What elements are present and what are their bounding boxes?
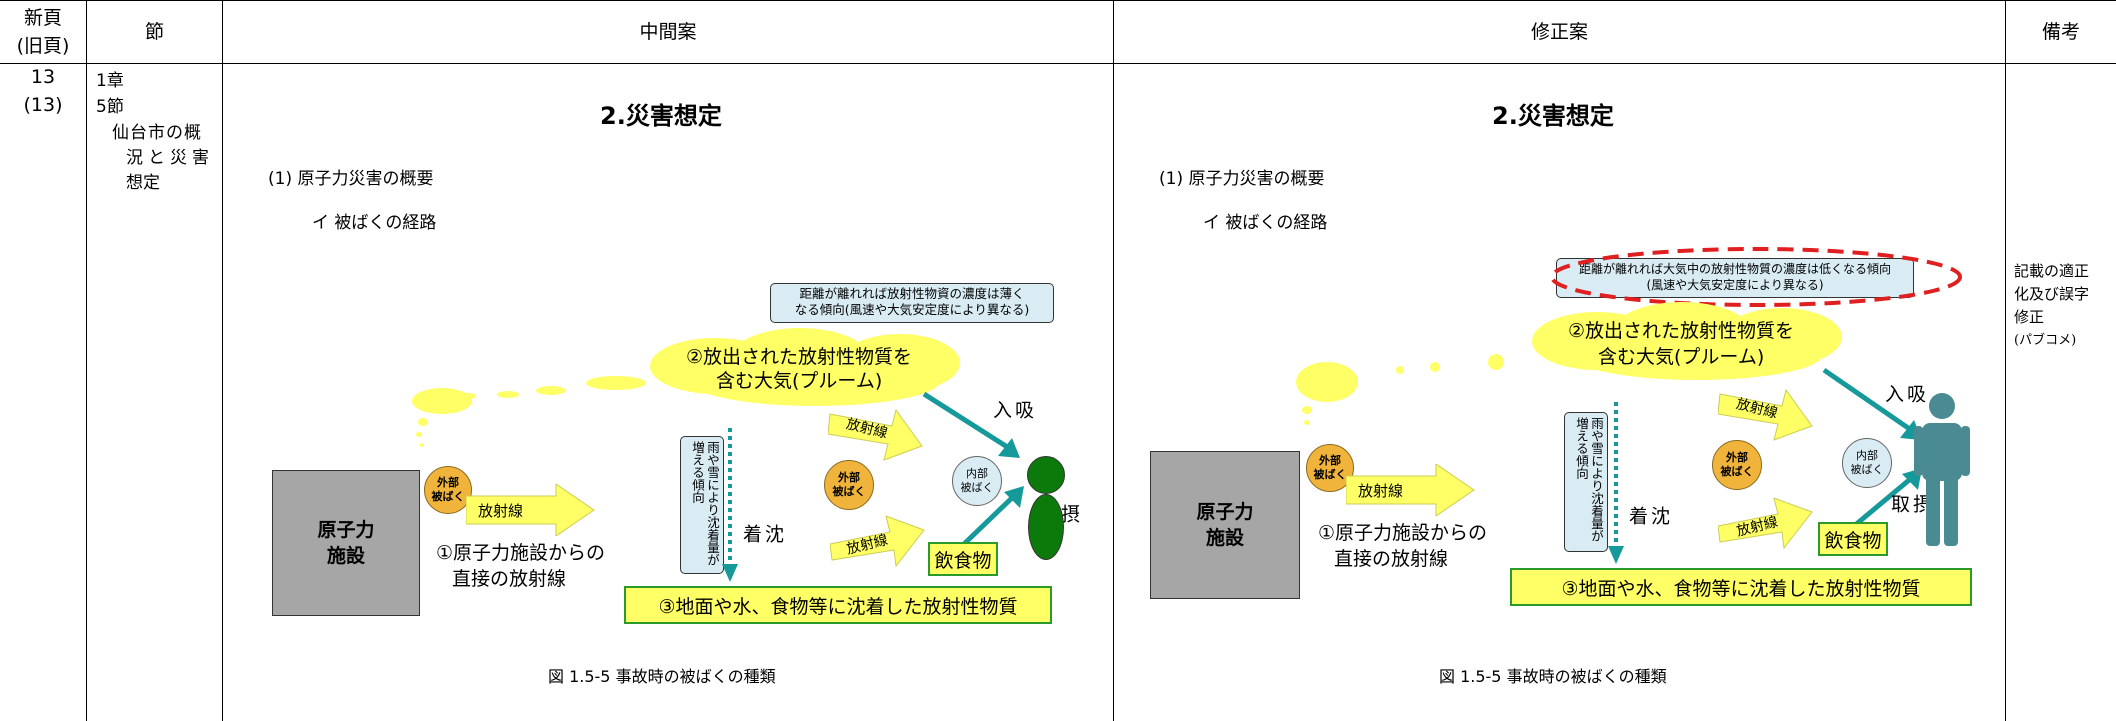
header-page-new: 新頁 <box>23 6 62 29</box>
header-page-old: (旧頁) <box>16 34 70 57</box>
revised-heading: 2.災害想定 <box>1492 102 1614 130</box>
page-old: (13) <box>23 94 63 116</box>
revised-facility-label-2: 施設 <box>1205 527 1244 549</box>
remarks-line-3: 修正 <box>2014 308 2045 326</box>
interim-radiation-arrow-1 <box>466 484 595 536</box>
revised-direct-label-2: 直接の放射線 <box>1334 548 1449 570</box>
remarks-line-4: (パブコメ) <box>2014 333 2077 348</box>
revised-external-exposure-1: 外部 被ばく <box>1306 444 1354 492</box>
section-title-3: 想定 <box>126 173 160 193</box>
revised-subheading-1: (1) 原子力災害の概要 <box>1159 169 1325 189</box>
revised-radiation-label-1: 放射線 <box>1358 482 1404 500</box>
interim-inhale-arrow <box>922 391 1020 458</box>
interim-heading: 2.災害想定 <box>600 102 722 130</box>
interim-radiation-label-1: 放射線 <box>478 502 524 520</box>
page-new: 13 <box>30 66 56 88</box>
revised-person-icon <box>1914 393 1970 546</box>
interim-info-line-1: 距離が離れれば放射性物資の濃度は薄く <box>799 286 1025 301</box>
revised-plume-label-1: ②放出された放射性物質を <box>1568 320 1795 342</box>
revised-radiation-arrow-2 <box>1718 388 1813 441</box>
revised-caption: 図 1.5-5 事故時の被ばくの種類 <box>1439 667 1667 686</box>
revised-facility-label-1: 原子力 <box>1196 501 1254 523</box>
col-divider-4 <box>2005 0 2006 721</box>
revised-plume-label-2: 含む大気(プルーム) <box>1598 346 1765 368</box>
revised-food-box: 飲食物 <box>1818 522 1888 556</box>
revised-deposit-label: 沈着 <box>1626 506 1670 525</box>
revised-facility: 原子力 施設 <box>1150 451 1300 599</box>
revised-deposit-arrow <box>1608 402 1624 564</box>
interim-distance-info-box: 距離が離れれば放射性物資の濃度は薄く なる傾向(風速や大気安定度により異なる) <box>770 283 1054 323</box>
revised-external-exposure-2: 外部 被ばく <box>1712 440 1762 490</box>
interim-ground-box: ③地面や水、食物等に沈着した放射性物質 <box>624 586 1052 624</box>
revised-highlight-ellipse <box>1550 247 1962 307</box>
revised-distance-info-box: 距離が離れれば大気中の放射性物質の濃度は低くなる傾向 (風速や大気安定度により異… <box>1556 258 1914 298</box>
interim-external-exposure-1: 外部 被ばく <box>424 466 472 514</box>
interim-direct-label-2: 直接の放射線 <box>452 568 567 590</box>
revised-subheading-2: イ 被ばくの経路 <box>1203 213 1328 233</box>
section-title-2: 況と災害 <box>126 148 214 168</box>
interim-facility: 原子力 施設 <box>272 470 420 616</box>
interim-direct-label-1: ①原子力施設からの <box>436 542 606 564</box>
interim-deposit-arrow <box>722 428 738 582</box>
interim-radiation-arrow-3 <box>830 515 925 568</box>
table-header-divider <box>0 63 2116 64</box>
interim-deposit-label: 沈着 <box>740 524 784 543</box>
header-remarks: 備考 <box>2041 20 2080 43</box>
revised-direct-label-1: ①原子力施設からの <box>1318 522 1488 544</box>
interim-facility-label-1: 原子力 <box>317 519 375 541</box>
interim-plume-label-1: ②放出された放射性物質を <box>686 346 913 368</box>
interim-inhale-label: 吸入 <box>990 400 1034 419</box>
revised-internal-exposure: 内部 被ばく <box>1842 438 1892 488</box>
interim-ingest-arrow <box>962 486 1024 546</box>
interim-rain-box: 雨や雪により沈着量が増える傾向 <box>680 436 724 574</box>
interim-info-line-2: なる傾向(風速や大気安定度により異なる) <box>794 302 1030 317</box>
col-divider-3 <box>1113 0 1114 721</box>
interim-external-exposure-2: 外部 被ばく <box>824 460 874 510</box>
header-page: 新頁 (旧頁) <box>0 0 86 63</box>
remarks-line-1: 記載の適正 <box>2014 262 2090 280</box>
revised-rain-box: 雨や雪により沈着量が増える傾向 <box>1564 412 1608 552</box>
revised-radiation-arrow-1 <box>1346 464 1475 516</box>
col-divider-1 <box>86 0 87 721</box>
header-interim: 中間案 <box>639 20 697 43</box>
interim-radiation-arrow-2 <box>828 408 923 461</box>
revised-info-line-1: 距離が離れれば大気中の放射性物質の濃度は低くなる傾向 <box>1578 262 1891 276</box>
interim-facility-label-2: 施設 <box>326 545 365 567</box>
section-chapter: 1章 <box>96 71 124 91</box>
header-revised: 修正案 <box>1530 20 1588 43</box>
revised-ground-box: ③地面や水、食物等に沈着した放射性物質 <box>1510 568 1972 606</box>
interim-internal-exposure: 内部 被ばく <box>952 456 1002 506</box>
revised-info-line-2: (風速や大気安定度により異なる) <box>1646 278 1824 292</box>
interim-subheading-2: イ 被ばくの経路 <box>312 213 437 233</box>
remarks-line-2: 化及び誤字 <box>2014 285 2090 303</box>
interim-subheading-1: (1) 原子力災害の概要 <box>268 169 434 189</box>
interim-plume-label-2: 含む大気(プルーム) <box>716 370 883 392</box>
revised-inhale-label: 吸入 <box>1882 384 1926 403</box>
section-number: 5節 <box>96 97 124 117</box>
col-divider-2 <box>222 0 223 721</box>
interim-food-box: 飲食物 <box>928 542 998 576</box>
header-section: 節 <box>144 20 164 43</box>
interim-caption: 図 1.5-5 事故時の被ばくの種類 <box>548 667 776 686</box>
revised-radiation-arrow-3 <box>1718 497 1813 550</box>
table-border-top <box>0 0 2116 1</box>
section-title-1: 仙台市の概 <box>112 123 202 143</box>
